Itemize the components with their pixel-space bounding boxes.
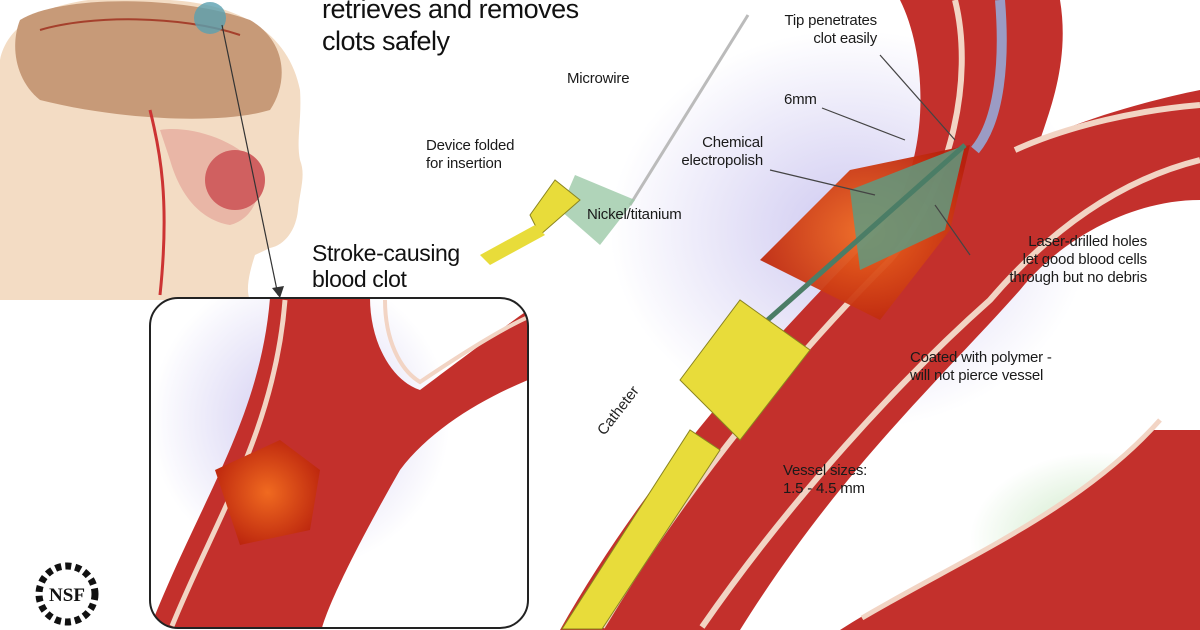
label-coated-1: Coated with polymer - bbox=[910, 349, 1052, 366]
leader-lines bbox=[769, 54, 971, 256]
folded-device bbox=[480, 14, 750, 265]
label-device-folded-2: for insertion bbox=[426, 155, 502, 172]
inset-vessel bbox=[150, 298, 528, 628]
label-laser-holes-2: let good blood cells bbox=[1022, 251, 1148, 268]
label-microwire: Microwire bbox=[567, 70, 630, 87]
label-electropolish-2: electropolish bbox=[681, 152, 763, 169]
label-stroke-clot-1: Stroke-causing bbox=[312, 240, 460, 266]
label-laser-holes-3: through but no debris bbox=[1009, 269, 1147, 286]
label-vessel-sizes-2: 1.5 - 4.5 mm bbox=[783, 480, 865, 497]
label-6mm: 6mm bbox=[784, 91, 817, 108]
nsf-logo: NSF bbox=[35, 562, 99, 626]
label-tip-1: Tip penetrates bbox=[784, 12, 877, 29]
label-stroke-clot-2: blood clot bbox=[312, 266, 407, 292]
label-device-folded-1: Device folded bbox=[426, 137, 515, 154]
label-electropolish-1: Chemical bbox=[702, 134, 763, 151]
label-nickel-titanium: Nickel/titanium bbox=[587, 206, 682, 223]
label-laser-holes-1: Laser-drilled holes bbox=[1028, 233, 1147, 250]
label-coated-2: will not pierce vessel bbox=[910, 367, 1044, 384]
inset-frame bbox=[149, 297, 529, 629]
svg-text:NSF: NSF bbox=[49, 585, 85, 606]
label-tip-2: clot easily bbox=[813, 30, 877, 47]
label-vessel-sizes-1: Vessel sizes: bbox=[783, 462, 868, 479]
catheter bbox=[561, 299, 811, 630]
title-line-2: clots safely bbox=[322, 26, 450, 56]
head-anatomy bbox=[0, 0, 303, 300]
polymer-vessel bbox=[840, 418, 1200, 630]
title-line-1: retrieves and removes bbox=[322, 0, 579, 24]
